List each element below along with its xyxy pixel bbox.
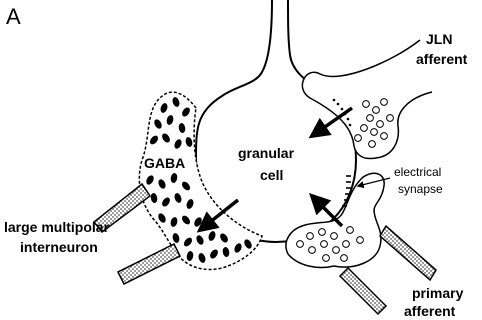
granular-cell-label-line1: granular <box>238 145 295 161</box>
jln-label-line2: afferent <box>416 51 468 67</box>
primary-afferent-label-line2: afferent <box>404 303 456 319</box>
primary-afferent-label-line1: primary <box>412 285 464 301</box>
panel-label: A <box>6 4 21 29</box>
jln-label-line1: JLN <box>426 31 452 47</box>
primary-afferent-fiber-upper <box>380 226 436 280</box>
electrical-synapse-label-line1: electrical <box>394 165 441 179</box>
primary-afferent-fiber-lower <box>340 268 386 314</box>
electrical-synapse-label-line2: synapse <box>398 182 443 196</box>
gaba-label: GABA <box>144 155 185 171</box>
interneuron-label-line2: interneuron <box>20 239 98 255</box>
interneuron-label-line1: large multipolar <box>4 219 110 235</box>
interneuron-dendrite-lower <box>118 244 180 284</box>
granular-cell-label-line2: cell <box>260 167 283 183</box>
